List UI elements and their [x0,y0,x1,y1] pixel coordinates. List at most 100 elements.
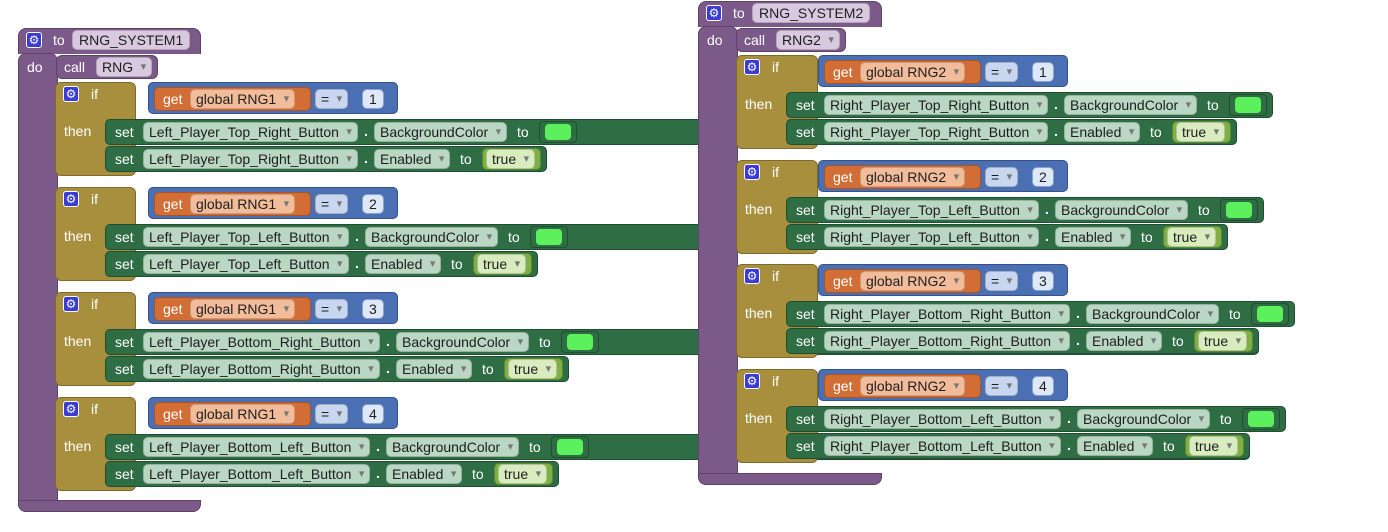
variable-dropdown[interactable]: global RNG2 [860,62,966,82]
boolean-dropdown[interactable]: true [486,149,536,169]
boolean-dropdown[interactable]: true [477,254,527,274]
property-dropdown[interactable]: Enabled [1086,331,1163,351]
gear-icon[interactable]: ⚙ [63,296,79,312]
component-dropdown[interactable]: Left_Player_Top_Left_Button [143,254,349,274]
dot-separator: . [355,228,359,244]
variable-dropdown[interactable]: global RNG1 [190,299,296,319]
if-label: if [91,191,98,207]
number-literal[interactable]: 3 [362,299,384,319]
property-dropdown[interactable]: Enabled [365,254,442,274]
gear-icon[interactable]: ⚙ [26,32,42,48]
to-label: to [460,151,472,167]
gear-icon[interactable]: ⚙ [63,191,79,207]
gear-icon[interactable]: ⚙ [744,59,760,75]
variable-dropdown[interactable]: global RNG1 [190,404,296,424]
number-literal[interactable]: 4 [1032,376,1054,396]
set-label: set [115,439,134,455]
boolean-dropdown[interactable]: true [1167,227,1217,247]
component-dropdown[interactable]: Right_Player_Top_Right_Button [824,95,1049,115]
do-label: do [27,59,43,75]
set-label: set [796,411,815,427]
number-literal[interactable]: 4 [362,404,384,424]
property-dropdown[interactable]: BackgroundColor [374,122,508,142]
compare-operator-dropdown[interactable]: = [985,167,1019,187]
compare-operator-dropdown[interactable]: = [315,89,349,109]
component-dropdown[interactable]: Right_Player_Bottom_Right_Button [824,331,1071,351]
component-dropdown[interactable]: Left_Player_Top_Right_Button [143,149,358,169]
variable-dropdown[interactable]: global RNG2 [860,167,966,187]
component-dropdown[interactable]: Right_Player_Bottom_Left_Button [824,409,1061,429]
boolean-dropdown[interactable]: true [1198,331,1248,351]
component-dropdown[interactable]: Right_Player_Top_Left_Button [824,200,1039,220]
property-dropdown[interactable]: BackgroundColor [396,332,530,352]
green-color-swatch[interactable] [557,439,583,455]
compare-operator-dropdown[interactable]: = [985,376,1019,396]
property-dropdown[interactable]: Enabled [396,359,473,379]
variable-dropdown[interactable]: global RNG2 [860,376,966,396]
property-dropdown[interactable]: BackgroundColor [1077,409,1211,429]
property-dropdown[interactable]: Enabled [1064,122,1141,142]
green-color-swatch[interactable] [1257,306,1283,322]
number-literal[interactable]: 2 [1032,167,1054,187]
get-label: get [163,91,183,107]
component-dropdown[interactable]: Left_Player_Bottom_Right_Button [143,332,380,352]
green-color-swatch[interactable] [536,229,562,245]
compare-operator-dropdown[interactable]: = [985,62,1019,82]
component-dropdown[interactable]: Left_Player_Bottom_Right_Button [143,359,380,379]
compare-operator-dropdown[interactable]: = [985,271,1019,291]
p2-call-dropdown[interactable]: RNG2 [776,30,840,50]
gear-icon[interactable]: ⚙ [706,5,722,21]
gear-icon[interactable]: ⚙ [63,86,79,102]
variable-dropdown[interactable]: global RNG1 [190,89,296,109]
property-dropdown[interactable]: BackgroundColor [365,227,499,247]
gear-icon[interactable]: ⚙ [744,164,760,180]
component-dropdown[interactable]: Left_Player_Bottom_Left_Button [143,464,371,484]
property-dropdown[interactable]: BackgroundColor [386,437,520,457]
component-dropdown[interactable]: Left_Player_Bottom_Left_Button [143,437,371,457]
number-literal[interactable]: 2 [362,194,384,214]
component-dropdown[interactable]: Left_Player_Top_Left_Button [143,227,349,247]
property-dropdown[interactable]: Enabled [1055,227,1132,247]
component-dropdown[interactable]: Right_Player_Bottom_Left_Button [824,436,1061,456]
green-color-swatch[interactable] [1235,97,1261,113]
green-color-swatch[interactable] [1226,202,1252,218]
dot-separator: . [1045,201,1049,217]
property-dropdown[interactable]: Enabled [374,149,451,169]
p2-procedure-name[interactable]: RNG_SYSTEM2 [752,3,871,23]
property-dropdown[interactable]: Enabled [1077,436,1154,456]
gear-icon[interactable]: ⚙ [63,401,79,417]
green-color-swatch[interactable] [545,124,571,140]
gear-icon[interactable]: ⚙ [744,373,760,389]
p1-call-dropdown[interactable]: RNG [96,57,153,77]
to-label: to [451,256,463,272]
compare-operator-dropdown[interactable]: = [315,299,349,319]
property-dropdown[interactable]: BackgroundColor [1064,95,1198,115]
number-literal[interactable]: 1 [362,89,384,109]
component-dropdown[interactable]: Right_Player_Top_Left_Button [824,227,1039,247]
dot-separator: . [376,465,380,481]
property-dropdown[interactable]: Enabled [386,464,463,484]
boolean-dropdown[interactable]: true [498,464,548,484]
component-dropdown[interactable]: Left_Player_Top_Right_Button [143,122,358,142]
component-dropdown[interactable]: Right_Player_Top_Right_Button [824,122,1049,142]
boolean-dropdown[interactable]: true [1189,436,1239,456]
variable-dropdown[interactable]: global RNG1 [190,194,296,214]
property-dropdown[interactable]: BackgroundColor [1055,200,1189,220]
compare-operator-dropdown[interactable]: = [315,404,349,424]
p1-procedure-name[interactable]: RNG_SYSTEM1 [72,30,191,50]
property-dropdown[interactable]: BackgroundColor [1086,304,1220,324]
boolean-dropdown[interactable]: true [1176,122,1226,142]
number-literal[interactable]: 3 [1032,271,1054,291]
if-label: if [772,373,779,389]
green-color-swatch[interactable] [1248,411,1274,427]
gear-icon[interactable]: ⚙ [744,268,760,284]
to-label: to [1172,333,1184,349]
variable-dropdown[interactable]: global RNG2 [860,271,966,291]
set-label: set [115,361,134,377]
compare-operator-dropdown[interactable]: = [315,194,349,214]
to-label: to [1150,124,1162,140]
boolean-dropdown[interactable]: true [508,359,558,379]
number-literal[interactable]: 1 [1032,62,1054,82]
component-dropdown[interactable]: Right_Player_Bottom_Right_Button [824,304,1071,324]
green-color-swatch[interactable] [567,334,593,350]
